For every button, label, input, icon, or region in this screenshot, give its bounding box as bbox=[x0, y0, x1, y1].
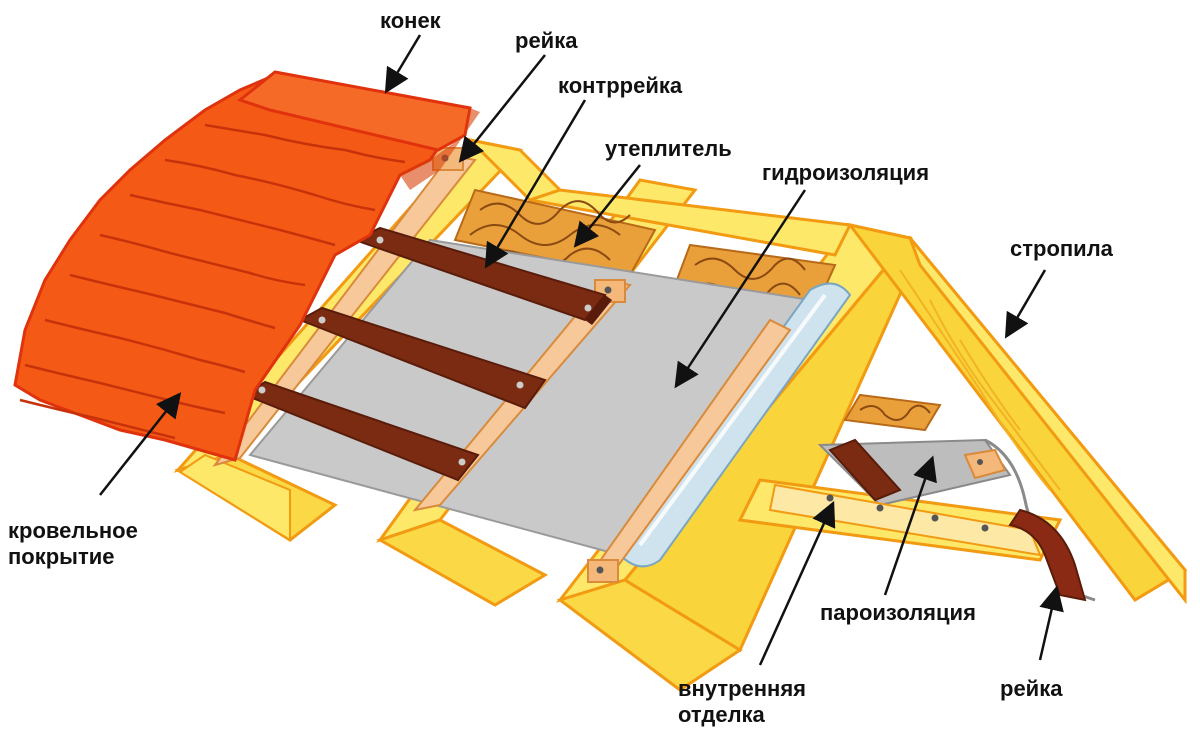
label-insulation: утеплитель bbox=[605, 136, 732, 161]
arrow-roof-covering bbox=[99, 392, 182, 496]
metal-tile-sheet bbox=[13, 73, 468, 462]
batten-3-nail-b bbox=[458, 458, 466, 466]
arrow-ridge bbox=[384, 34, 422, 94]
finish-nail-4 bbox=[981, 524, 989, 532]
arrow-batten-top bbox=[458, 54, 546, 163]
batten-3-nail-a bbox=[258, 386, 266, 394]
interior-finish-board bbox=[768, 483, 1042, 557]
label-ridge: конек bbox=[380, 8, 441, 33]
inner-batten-nail bbox=[977, 459, 983, 465]
label-batten-top: рейка bbox=[515, 28, 578, 53]
label-interior-finish-line-1: внутренняя bbox=[678, 676, 807, 701]
rafter-1-foot bbox=[178, 453, 291, 542]
batten-1-nail-a bbox=[376, 236, 384, 244]
inner-batten-1 bbox=[828, 438, 902, 502]
label-interior-finish-line-2: отделка bbox=[678, 702, 765, 727]
batten-1-end bbox=[585, 295, 612, 325]
label-roof-covering-line-1: кровельное bbox=[8, 518, 138, 543]
label-batten-bottom: рейка bbox=[1000, 676, 1063, 701]
batten-2-nail-b bbox=[516, 381, 524, 389]
insulation-group bbox=[453, 188, 942, 432]
batten-2 bbox=[297, 306, 547, 410]
pointer-arrows bbox=[99, 34, 1064, 666]
label-interior-finish: внутренняя отделка bbox=[678, 676, 806, 728]
insulation-fiber-3 bbox=[859, 404, 931, 421]
tile-shadow bbox=[400, 108, 480, 190]
label-vapor-barrier: пароизоляция bbox=[820, 600, 976, 625]
right-rafter-group bbox=[846, 222, 1188, 605]
arrow-interior-finish bbox=[758, 500, 836, 666]
batten-2-nail-a bbox=[318, 316, 326, 324]
right-rafter-grain bbox=[899, 269, 1061, 491]
batten-1-nail-b bbox=[584, 304, 592, 312]
label-roof-covering: кровельное покрытие bbox=[8, 518, 138, 570]
roof-covering-group bbox=[13, 70, 480, 462]
tile-rows bbox=[19, 123, 406, 440]
arrow-counter-batten bbox=[484, 99, 587, 269]
label-roof-covering-line-2: покрытие bbox=[8, 544, 115, 569]
label-waterproofing: гидроизоляция bbox=[762, 160, 930, 185]
finish-nail-1 bbox=[826, 494, 834, 502]
arrow-rafters bbox=[1004, 269, 1047, 339]
right-rafter-side-face bbox=[908, 237, 1187, 605]
battens-group bbox=[242, 226, 612, 482]
arrow-batten-bottom bbox=[1038, 585, 1064, 661]
finish-nail-2 bbox=[876, 504, 884, 512]
arrow-waterproofing bbox=[674, 189, 807, 389]
arrow-insulation bbox=[573, 164, 641, 248]
membrane-roll-highlight bbox=[638, 293, 827, 547]
label-counter-batten: контррейка bbox=[558, 73, 683, 98]
inner-batten-bottom bbox=[1008, 508, 1087, 602]
arrow-vapor-barrier bbox=[883, 455, 937, 596]
label-rafters: стропила bbox=[1010, 236, 1113, 261]
inner-batten-2 bbox=[963, 448, 1007, 480]
counter-batten-nail-2 bbox=[604, 286, 612, 294]
insulation-panel-3 bbox=[843, 393, 942, 432]
rafter-2-end bbox=[376, 518, 549, 607]
finish-nail-3 bbox=[931, 514, 939, 522]
counter-batten-nail-3 bbox=[596, 566, 604, 574]
